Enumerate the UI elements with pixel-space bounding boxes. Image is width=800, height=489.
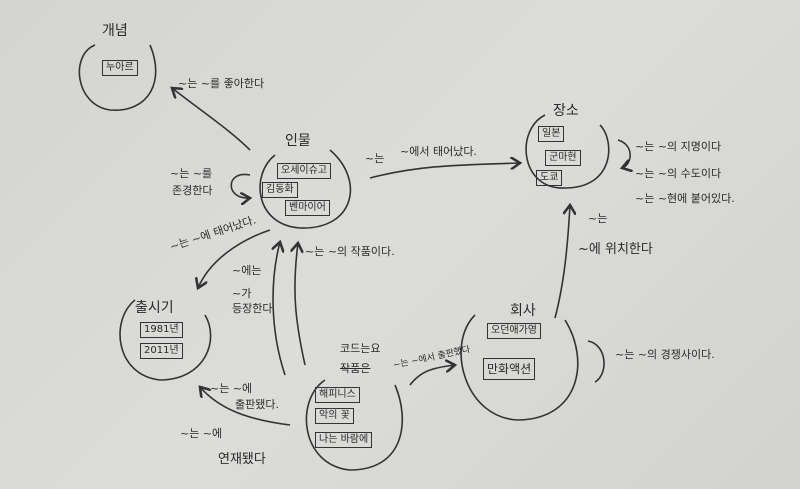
edge-company-place — [554, 205, 570, 319]
edge-label: ~는 ~의 수도이다 — [635, 167, 722, 180]
person-item: 벤마이어 — [285, 200, 330, 216]
edge-work-company — [409, 365, 455, 386]
work-struck-title: 작품은 — [340, 362, 371, 375]
edge-label: ~는 ~의 경쟁사이다. — [615, 348, 715, 361]
edge-label: 존경한다 — [172, 184, 213, 197]
edge-label: ~는 ~에 — [180, 427, 223, 440]
edge-label: ~는 ~에 — [210, 382, 253, 395]
edge-label: ~는 ~현에 붙어있다. — [635, 192, 735, 205]
company-circle — [460, 314, 579, 421]
edge-person-self — [230, 173, 250, 198]
edge-label: 출판됐다. — [235, 398, 279, 411]
work-item: 해피니스 — [315, 387, 360, 403]
edge-person-period — [198, 229, 271, 288]
concept-item: 누아르 — [102, 60, 138, 76]
period-item: 2011년 — [140, 343, 183, 359]
place-item: 군마현 — [545, 150, 581, 166]
edge-place-self — [617, 139, 630, 168]
place-item: 도쿄 — [536, 170, 563, 186]
concept-title: 개념 — [102, 23, 128, 39]
edge-label: ~는 — [365, 152, 385, 165]
edge-label: 등장한다 — [232, 302, 273, 315]
edge-label: ~가 — [232, 287, 252, 300]
company-item: 만화액션 — [483, 358, 536, 380]
edge-work-person-2 — [295, 243, 306, 366]
edge-label: ~는 ~의 지명이다 — [635, 140, 722, 153]
edge-label: 연재됐다 — [218, 452, 266, 467]
period-title: 출시기 — [135, 300, 174, 316]
edge-person-concept — [172, 88, 251, 151]
person-circle — [259, 149, 352, 229]
person-item: 김동화 — [262, 182, 298, 198]
company-title: 회사 — [510, 303, 536, 319]
place-item: 일본 — [538, 126, 565, 142]
edge-label: ~는 ~의 작품이다. — [305, 245, 395, 258]
work-circle — [305, 379, 404, 471]
work-item: 나는 바람에 — [315, 432, 373, 448]
work-title: 코드는요 — [340, 342, 381, 355]
person-item: 오세이슈고 — [277, 163, 331, 179]
edge-work-period — [200, 387, 291, 426]
edge-person-place — [369, 163, 520, 179]
edge-label: ~에 위치한다 — [578, 242, 653, 257]
edge-company-self — [587, 340, 605, 383]
place-title: 장소 — [553, 103, 579, 119]
edge-label: ~는 ~를 — [170, 167, 213, 180]
edge-label: ~에서 태어났다. — [400, 145, 477, 158]
edge-work-person-1 — [273, 242, 286, 376]
person-title: 인물 — [285, 133, 311, 149]
company-item: 오던애가영 — [487, 323, 541, 339]
edge-label: ~는 — [588, 212, 608, 225]
edge-label: ~는 ~를 좋아한다 — [178, 77, 265, 90]
place-circle — [525, 114, 610, 189]
period-item: 1981년 — [140, 322, 183, 338]
edge-label: ~에는 — [232, 264, 262, 277]
period-circle — [119, 299, 212, 381]
concept-circle — [78, 44, 157, 111]
work-item: 악의 꽃 — [315, 408, 354, 424]
